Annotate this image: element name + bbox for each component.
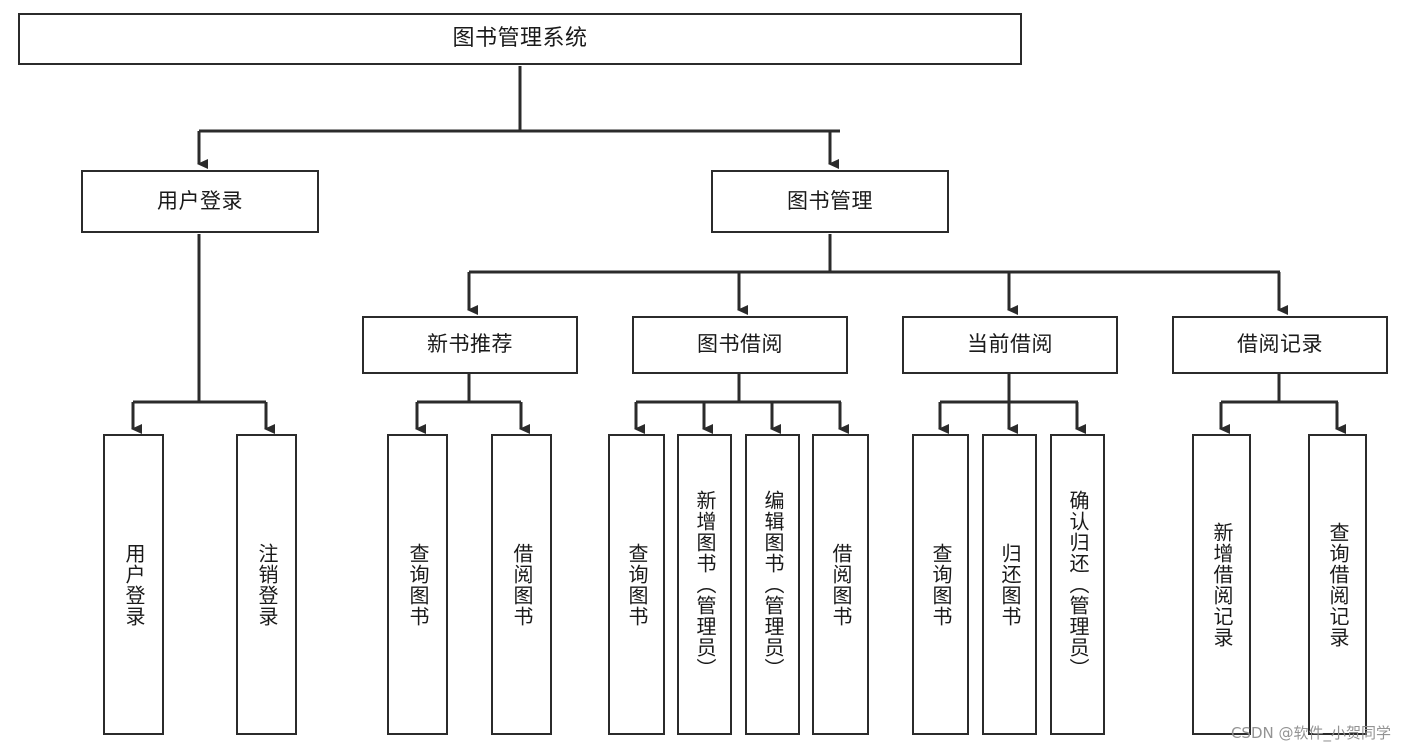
node-leaf-borrow-book-1[interactable]: 借阅图书 (491, 434, 552, 735)
node-leaf-confirm-return[interactable]: 确认归还（管理员） (1050, 434, 1105, 735)
node-leaf-return-book[interactable]: 归还图书 (982, 434, 1037, 735)
node-label: 当前借阅 (967, 332, 1053, 357)
node-leaf-user-login[interactable]: 用户登录 (103, 434, 164, 735)
node-label: 查询借阅记录 (1326, 521, 1350, 648)
node-leaf-query-book-1[interactable]: 查询图书 (387, 434, 448, 735)
node-label: 查询图书 (625, 542, 649, 627)
node-label: 新书推荐 (427, 332, 513, 357)
node-label: 确认归还（管理员） (1066, 490, 1090, 679)
node-label: 查询图书 (929, 542, 953, 627)
node-label: 借阅记录 (1237, 332, 1323, 357)
node-user-login[interactable]: 用户登录 (81, 170, 319, 233)
node-label: 归还图书 (998, 542, 1022, 627)
node-label: 借阅图书 (829, 542, 853, 627)
node-borrow-record[interactable]: 借阅记录 (1172, 316, 1388, 374)
node-label: 图书管理 (787, 188, 873, 213)
node-leaf-add-record[interactable]: 新增借阅记录 (1192, 434, 1251, 735)
node-leaf-edit-book[interactable]: 编辑图书（管理员） (745, 434, 800, 735)
node-book-manage[interactable]: 图书管理 (711, 170, 949, 233)
node-label: 注销登录 (255, 542, 279, 627)
node-label: 新增图书（管理员） (693, 490, 717, 679)
node-leaf-query-book-3[interactable]: 查询图书 (912, 434, 969, 735)
node-current-borrow[interactable]: 当前借阅 (902, 316, 1118, 374)
node-leaf-borrow-book-2[interactable]: 借阅图书 (812, 434, 869, 735)
node-label: 查询图书 (406, 542, 430, 627)
node-label: 编辑图书（管理员） (761, 490, 785, 679)
node-leaf-query-record[interactable]: 查询借阅记录 (1308, 434, 1367, 735)
node-new-book-rec[interactable]: 新书推荐 (362, 316, 578, 374)
node-leaf-add-book[interactable]: 新增图书（管理员） (677, 434, 732, 735)
csdn-watermark: CSDN @软件_小贺同学 (1230, 724, 1391, 742)
node-root-system[interactable]: 图书管理系统 (18, 13, 1022, 65)
node-leaf-query-book-2[interactable]: 查询图书 (608, 434, 665, 735)
node-leaf-logout[interactable]: 注销登录 (236, 434, 297, 735)
node-label: 借阅图书 (510, 542, 534, 627)
node-label: 图书借阅 (697, 332, 783, 357)
node-book-borrow[interactable]: 图书借阅 (632, 316, 848, 374)
node-label: 新增借阅记录 (1210, 521, 1234, 648)
node-label: 用户登录 (122, 542, 146, 627)
node-label: 用户登录 (157, 188, 243, 213)
node-label: 图书管理系统 (452, 25, 588, 51)
